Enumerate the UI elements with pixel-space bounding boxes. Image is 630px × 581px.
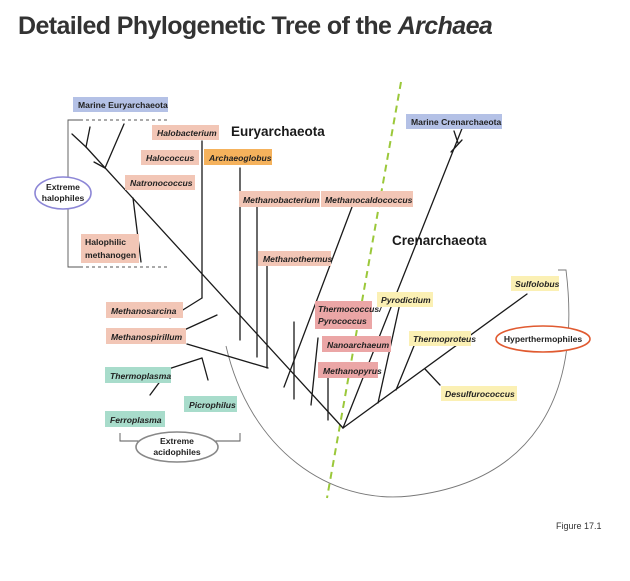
label-archaeoglobus: Archaeoglobus: [208, 153, 272, 163]
taxon-box-pyrodictium: Pyrodictium: [377, 292, 433, 307]
label-extreme-acidophiles-1: Extreme: [160, 436, 194, 446]
label-halococcus: Halococcus: [146, 153, 194, 163]
label-methanosarcina: Methanosarcina: [111, 306, 177, 316]
label-thermoproteus: Thermoproteus: [413, 334, 476, 344]
figure-caption: Figure 17.1: [556, 521, 602, 531]
crenarchaeota-arc: [225, 269, 570, 498]
label-extreme-acidophiles-2: acidophiles: [153, 447, 200, 457]
taxon-box-methanopyrus: Methanopyrus: [318, 362, 382, 378]
label-picrophilus: Picrophilus: [189, 400, 236, 410]
label-hyperthermophiles: Hyperthermophiles: [504, 334, 583, 344]
taxon-box-archaeoglobus: Archaeoglobus: [204, 149, 272, 165]
taxon-box-nanoarchaeum: Nanoarchaeum: [322, 336, 391, 352]
domain-divider-line: [326, 81, 402, 499]
label-pyrodictium: Pyrodictium: [381, 295, 431, 305]
label-marine-euryarchaeota: Marine Euryarchaeota: [78, 100, 168, 110]
label-pyrococcus: Pyrococcus: [318, 316, 367, 326]
taxon-box-halococcus: Halococcus: [141, 150, 199, 165]
label-methanogen: methanogen: [85, 250, 136, 260]
taxon-box-halophilic-methanogen: Halophilic methanogen: [81, 234, 139, 263]
domain-label-crenarchaeota: Crenarchaeota: [392, 233, 487, 248]
slide-title: Detailed Phylogenetic Tree of the Archae…: [18, 12, 493, 41]
taxon-box-methanocaldococcus: Methanocaldococcus: [321, 191, 413, 207]
taxon-box-natronococcus: Natronococcus: [125, 175, 195, 190]
taxon-box-desulfurococcus: Desulfurococcus: [441, 386, 517, 401]
label-sulfolobus: Sulfolobus: [515, 279, 560, 289]
group-extreme-acidophiles: Extreme acidophiles: [135, 431, 219, 463]
label-extreme-halophiles-2: halophiles: [42, 193, 85, 203]
taxon-box-methanospirillum: Methanospirillum: [106, 328, 186, 344]
taxon-box-picrophilus: Picrophilus: [184, 396, 237, 412]
taxon-box-methanosarcina: Methanosarcina: [106, 302, 183, 318]
group-extreme-halophiles: Extreme halophiles: [34, 176, 92, 210]
taxon-box-thermococcus-pyrococcus: Thermococcus/ Pyrococcus: [315, 301, 383, 329]
taxon-box-ferroplasma: Ferroplasma: [105, 411, 165, 427]
label-halophilic: Halophilic: [85, 237, 126, 247]
taxon-box-marine-crenarchaeota: Marine Crenarchaeota: [406, 114, 502, 129]
label-thermoplasma: Thermoplasma: [110, 371, 171, 381]
taxon-box-thermoplasma: Thermoplasma: [105, 367, 171, 383]
label-nanoarchaeum: Nanoarchaeum: [327, 340, 389, 350]
label-methanobacterium: Methanobacterium: [243, 195, 320, 205]
taxon-box-thermoproteus: Thermoproteus: [409, 331, 476, 346]
label-desulfurococcus: Desulfurococcus: [445, 389, 515, 399]
label-methanothermus: Methanothermus: [263, 254, 332, 264]
label-thermococcus: Thermococcus/: [318, 304, 383, 314]
taxon-box-halobacterium: Halobacterium: [152, 125, 219, 140]
taxon-box-sulfolobus: Sulfolobus: [511, 276, 560, 291]
taxon-box-methanobacterium: Methanobacterium: [239, 191, 320, 207]
domain-label-euryarchaeota: Euryarchaeota: [231, 124, 325, 139]
taxon-box-marine-euryarchaeota: Marine Euryarchaeota: [73, 97, 168, 112]
label-extreme-halophiles-1: Extreme: [46, 182, 80, 192]
label-methanopyrus: Methanopyrus: [323, 366, 382, 376]
label-halobacterium: Halobacterium: [157, 128, 217, 138]
title-italic: Archaea: [397, 12, 493, 40]
label-natronococcus: Natronococcus: [130, 178, 193, 188]
title-main: Detailed Phylogenetic Tree of the: [18, 12, 398, 40]
label-methanospirillum: Methanospirillum: [111, 332, 183, 342]
label-methanocaldococcus: Methanocaldococcus: [325, 195, 413, 205]
label-marine-crenarchaeota: Marine Crenarchaeota: [411, 117, 501, 127]
group-hyperthermophiles: Hyperthermophiles: [495, 325, 591, 353]
label-ferroplasma: Ferroplasma: [110, 415, 162, 425]
taxon-box-methanothermus: Methanothermus: [258, 251, 332, 266]
